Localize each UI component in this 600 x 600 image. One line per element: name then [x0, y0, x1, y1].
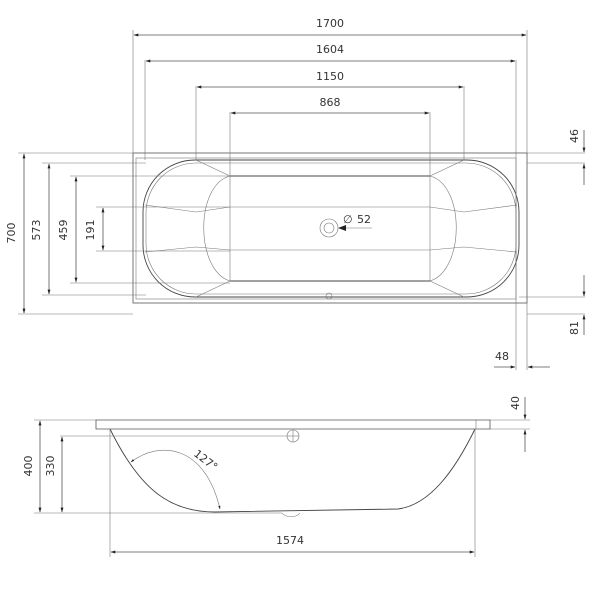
backrest-angle-label: 127°	[191, 447, 220, 474]
svg-text:459: 459	[57, 220, 70, 241]
drain-diameter-label: 52	[357, 213, 371, 226]
drain-diameter-symbol: ∅	[343, 213, 353, 226]
dim-rim-top-offset: 46	[568, 129, 586, 185]
dim-inner-length-1: 1604	[145, 43, 516, 63]
side-view: 127° 400 330 1574 40	[22, 396, 530, 557]
tub-outline-rect	[132, 152, 528, 304]
svg-text:46: 46	[568, 129, 581, 143]
dim-overall-height: 400	[22, 420, 42, 513]
dim-rim-bottom-offset: 81	[568, 275, 586, 335]
rim	[95, 419, 491, 430]
svg-text:1150: 1150	[316, 70, 344, 83]
svg-text:868: 868	[320, 96, 341, 109]
dim-rim-side-offset: 48	[494, 350, 550, 369]
dim-overall-width: 700	[5, 153, 26, 314]
svg-text:48: 48	[495, 350, 509, 363]
dim-inner-width-2: 459	[57, 176, 78, 283]
dim-inner-length-2: 1150	[196, 70, 464, 89]
dim-bottom-length: 1574	[110, 534, 475, 554]
svg-text:700: 700	[5, 223, 18, 244]
dim-inner-width-1: 573	[30, 163, 51, 295]
svg-text:1574: 1574	[276, 534, 304, 547]
svg-text:573: 573	[30, 220, 43, 241]
basin-outline	[142, 159, 520, 298]
drain-icon	[319, 218, 339, 238]
dim-rim-thickness: 40	[509, 396, 527, 452]
dim-inner-depth: 330	[44, 436, 64, 513]
svg-text:330: 330	[44, 456, 57, 477]
dim-overall-length: 1700	[133, 17, 527, 37]
svg-text:191: 191	[84, 220, 97, 241]
svg-text:1604: 1604	[316, 43, 344, 56]
tub-profile	[109, 428, 476, 513]
angle-arc	[130, 449, 221, 510]
overflow-icon	[325, 292, 333, 300]
dim-inner-width-3: 191	[84, 207, 105, 251]
svg-text:40: 40	[509, 396, 522, 410]
top-view: ∅ 52 1700 1604 1150 868 700 573	[5, 17, 586, 370]
svg-text:81: 81	[568, 321, 581, 335]
svg-text:1700: 1700	[316, 17, 344, 30]
dim-inner-length-3: 868	[230, 96, 430, 115]
svg-text:400: 400	[22, 456, 35, 477]
